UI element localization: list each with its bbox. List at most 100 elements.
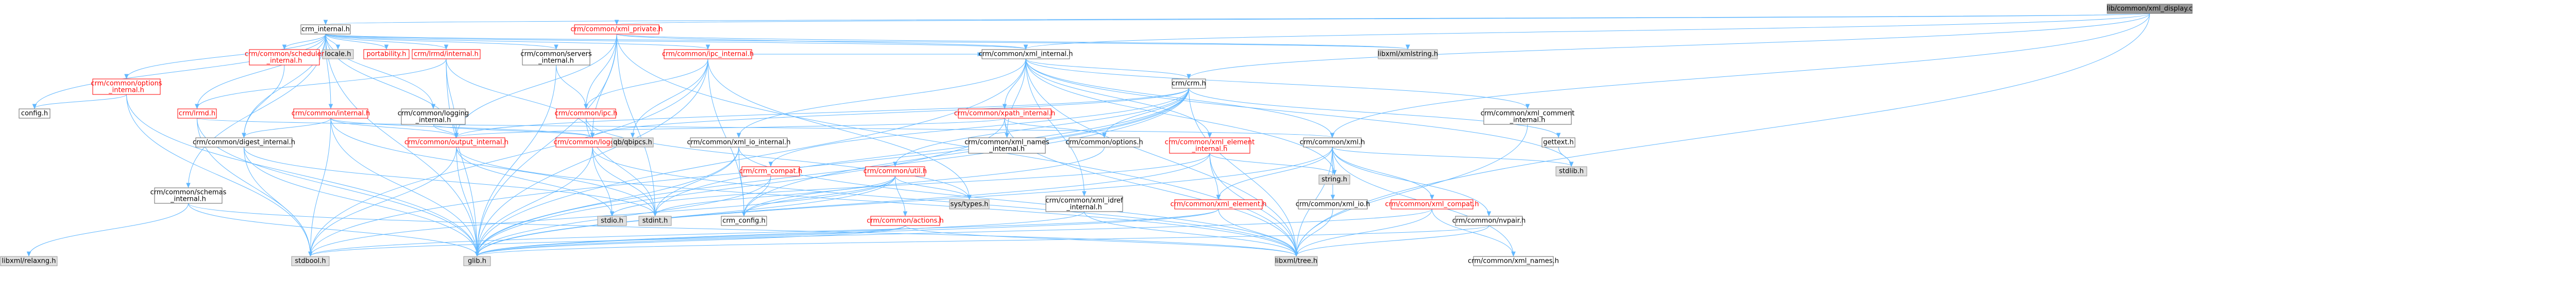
node-label: crm/common/digest_internal.h xyxy=(193,139,295,147)
dependency-edge xyxy=(895,175,906,216)
node-portability-h[interactable]: portability.h xyxy=(363,49,410,59)
dependency-edge xyxy=(743,147,1105,216)
node-crm-compat[interactable]: crm/crm_compat.h xyxy=(739,166,802,176)
node-crm-lrmd-internal[interactable]: crm/lrmd/internal.h xyxy=(412,49,481,59)
dependency-edge xyxy=(330,118,478,256)
dependency-edge xyxy=(770,88,1189,167)
edge-arrowhead xyxy=(584,104,588,109)
edge-arrowhead xyxy=(474,251,480,257)
node-label: crm/common/xml_internal.h xyxy=(978,51,1073,58)
node-crm-common-ipc-internal[interactable]: crm/common/ipc_internal.h xyxy=(662,49,754,59)
dependency-edge xyxy=(126,34,326,79)
node-crm-common-internal[interactable]: crm/common/internal.h xyxy=(292,108,370,119)
node-crm-common-util[interactable]: crm/common/util.h xyxy=(863,166,927,176)
node-crm-common-xml-names[interactable]: crm/common/xml_names.h xyxy=(1468,256,1559,266)
node-label: crm/common/xml_element_internal.h xyxy=(1165,138,1255,153)
edge-arrowhead xyxy=(1207,133,1212,138)
node-crm-common-xml[interactable]: crm/common/xml.h xyxy=(1300,137,1365,148)
node-crm-common-xml-element[interactable]: crm/common/xml_element.h xyxy=(1171,199,1267,210)
dependency-edge xyxy=(244,147,478,256)
edge-arrowhead xyxy=(124,74,129,79)
node-crm-common-private[interactable]: crm/common/xml_private.h xyxy=(570,24,663,35)
node-box xyxy=(1483,108,1572,125)
dependency-edge xyxy=(1218,147,1333,200)
dependency-edge xyxy=(1296,208,1333,256)
dependency-edge xyxy=(126,94,311,256)
node-box xyxy=(1174,199,1263,210)
node-label: portability.h xyxy=(366,51,406,58)
node-box xyxy=(597,216,627,226)
node-crm-lrmd[interactable]: crm/lrmd.h xyxy=(177,108,217,119)
node-crm-common-xml-comment-internal[interactable]: crm/common/xml_comment_internal.h xyxy=(1481,108,1575,125)
edge-arrowhead xyxy=(1330,133,1335,138)
node-crm-common-xml-io-internal[interactable]: crm/common/xml_io_internal.h xyxy=(687,137,791,148)
dependency-edge xyxy=(188,203,1297,256)
dependency-edge xyxy=(477,208,1432,256)
node-label: lib/common/xml_display.c xyxy=(2107,5,2193,13)
node-label: crm/common/ipc.h xyxy=(555,110,618,118)
node-root[interactable]: lib/common/xml_display.c xyxy=(2107,4,2193,14)
node-crm-config[interactable]: crm_config.h xyxy=(721,216,767,226)
node-crm-common-servers-internal[interactable]: crm/common/servers_internal.h xyxy=(520,49,592,66)
node-gettext-h[interactable]: gettext.h xyxy=(1541,137,1575,148)
dependency-edge xyxy=(310,208,1219,256)
node-crm-common-xml-io[interactable]: crm/common/xml_io.h xyxy=(1296,199,1370,210)
edge-arrowhead xyxy=(454,133,459,138)
dependency-edge xyxy=(244,147,311,256)
edge-arrowhead xyxy=(653,211,657,217)
node-box xyxy=(408,137,505,148)
node-box xyxy=(1172,78,1206,89)
dependency-edge xyxy=(1296,208,1432,256)
dependency-edge xyxy=(655,175,895,216)
node-crm-common-xml-compat[interactable]: crm/common/xml_compat.h xyxy=(1385,199,1479,210)
node-box xyxy=(690,137,788,148)
dependency-edge xyxy=(477,211,1084,256)
dependency-edge xyxy=(325,34,331,109)
node-crm-crm[interactable]: crm/crm.h xyxy=(1172,78,1206,89)
edge-arrowhead xyxy=(195,104,199,109)
dependency-edge xyxy=(1084,211,1297,256)
node-crm-common-digest-internal[interactable]: crm/common/digest_internal.h xyxy=(193,137,295,148)
edge-arrowhead xyxy=(308,251,313,257)
node-crm-common-xpath-internal[interactable]: crm/common/xpath_internal.h xyxy=(954,108,1055,119)
node-label: crm/common/xml_names.h xyxy=(1468,258,1559,265)
node-crm-common-output-internal[interactable]: crm/common/output_internal.h xyxy=(404,137,509,148)
node-crm-common-ipc[interactable]: crm/common/ipc.h xyxy=(555,108,618,119)
dependency-edge xyxy=(456,88,1189,138)
node-config-h[interactable]: config.h xyxy=(19,108,50,119)
dependency-edge xyxy=(1332,147,1333,200)
dependency-edge xyxy=(1189,13,2150,79)
node-box xyxy=(322,49,354,59)
node-crm-common-xml-idref-internal[interactable]: crm/common/xml_idref_internal.h xyxy=(1045,196,1123,212)
edge-arrowhead xyxy=(1005,133,1009,138)
node-label: crm/common/internal.h xyxy=(292,110,370,118)
dependency-edge xyxy=(592,147,1297,256)
node-crm-common-xml-names-internal[interactable]: crm/common/xml_names_internal.h xyxy=(964,137,1049,154)
dependency-edge xyxy=(616,34,1026,50)
node-label: crm/common/nvpair.h xyxy=(1452,217,1526,225)
node-crm-common-actions[interactable]: crm/common/actions.h xyxy=(867,216,944,226)
node-crm-internal[interactable]: crm_internal.h xyxy=(300,24,351,35)
node-crm-common-options[interactable]: crm/common/options.h xyxy=(1065,137,1143,148)
dependency-edge xyxy=(1558,147,1572,167)
node-crm-common-xml-internal[interactable]: crm/common/xml_internal.h xyxy=(978,49,1073,59)
dependency-edge xyxy=(1189,88,1297,256)
node-label: glib.h xyxy=(468,258,486,265)
edge-arrowhead xyxy=(590,133,595,138)
dependency-edge xyxy=(325,34,434,109)
node-box xyxy=(741,166,800,176)
node-label: stdlib.h xyxy=(1559,168,1584,175)
node-crm-common-nvpair[interactable]: crm/common/nvpair.h xyxy=(1452,216,1526,226)
node-box xyxy=(556,108,616,119)
node-crm-common-options-internal[interactable]: crm/common/options_internal.h xyxy=(91,78,162,95)
node-crm-common-schemas-internal[interactable]: crm/common/schemas_internal.h xyxy=(150,187,227,204)
dependency-edge xyxy=(1218,208,1297,256)
edge-arrowhead xyxy=(335,44,341,50)
node-box xyxy=(195,137,293,148)
node-label: crm/common/xml_comment_internal.h xyxy=(1481,109,1575,124)
dependency-edge xyxy=(586,58,708,109)
node-crm-common-xml-element-internal[interactable]: crm/common/xml_element_internal.h xyxy=(1165,137,1255,154)
node-crm-common-logging-internal[interactable]: crm/common/logging_internal.h xyxy=(398,108,469,125)
node-crm-common-scheduler-internal[interactable]: crm/common/scheduler_internal.h xyxy=(245,49,325,66)
